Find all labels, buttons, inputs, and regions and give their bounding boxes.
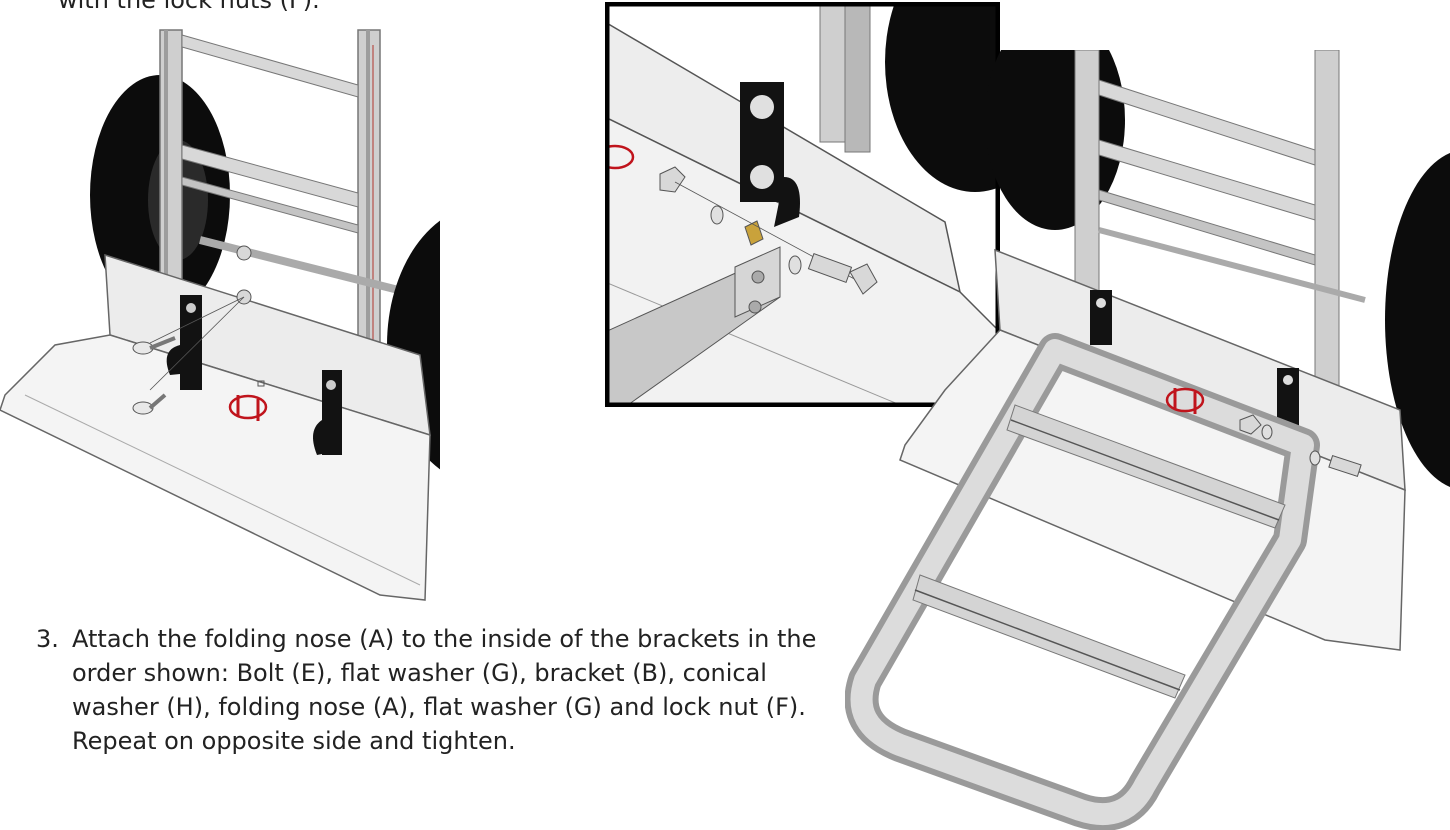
step-text: Attach the folding nose (A) to the insid…: [72, 625, 817, 755]
bp-logo-icon: [228, 394, 268, 421]
bp-logo-icon: [605, 144, 635, 170]
bolt-assembly-detail-inset: [605, 2, 1000, 407]
instruction-step-3: 3. Attach the folding nose (A) to the in…: [36, 622, 836, 758]
bp-logo-icon: [1165, 387, 1205, 414]
previous-step-text: with the lock nuts (F).: [58, 0, 320, 14]
hand-truck-brackets-illustration: [0, 29, 440, 601]
folding-nose-attached-illustration: [845, 50, 1450, 830]
step-item: 3. Attach the folding nose (A) to the in…: [36, 622, 836, 758]
step-number: 3.: [36, 625, 59, 653]
